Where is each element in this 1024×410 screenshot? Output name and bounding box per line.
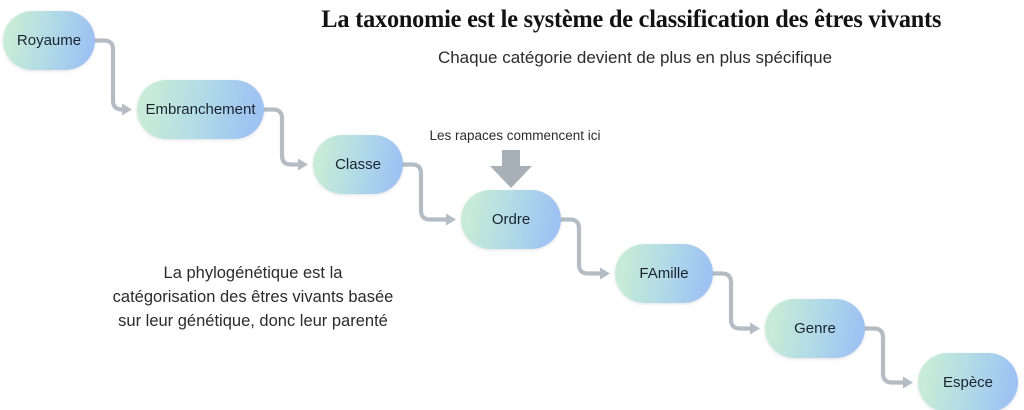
node-royaume[interactable]: Royaume [3, 11, 95, 70]
phylogenetics-note-line-1: La phylogénétique est la [163, 264, 343, 282]
connector-genre-to-espece [862, 326, 908, 385]
node-famille[interactable]: FAmille [615, 244, 713, 303]
arrowhead-icon [122, 103, 132, 116]
page-subtitle: Chaque catégorie devient de plus en plus… [437, 48, 833, 67]
node-ordre[interactable]: Ordre [461, 190, 561, 249]
connector-royaume-to-embranchement [92, 38, 127, 112]
node-embranchement[interactable]: Embranchement [137, 80, 264, 139]
arrowhead-icon [750, 322, 760, 335]
callout-down-arrow-icon [490, 150, 532, 188]
node-label: FAmille [639, 265, 689, 282]
node-label: Espèce [942, 374, 994, 391]
node-label: Classe [335, 156, 381, 173]
phylogenetics-note: La phylogénétique est la catégorisation … [57, 261, 449, 333]
connector-ordre-to-famille [558, 217, 605, 276]
node-classe[interactable]: Classe [313, 135, 403, 194]
arrowhead-icon [903, 376, 913, 389]
raptor-note-label: Les rapaces commencent ici [429, 128, 601, 143]
arrowhead-icon [446, 213, 456, 226]
connector-famille-to-genre [710, 271, 755, 331]
phylogenetics-note-line-2: catégorisation des êtres vivants basée [112, 288, 394, 306]
connector-classe-to-ordre [400, 162, 451, 222]
connector-embranchement-to-classe [261, 107, 303, 167]
arrowhead-icon [600, 267, 610, 280]
node-label: Royaume [16, 32, 82, 49]
node-label: Embranchement [145, 101, 256, 118]
node-espece[interactable]: Espèce [918, 353, 1018, 410]
arrowhead-icon [298, 158, 308, 171]
node-genre[interactable]: Genre [765, 299, 865, 358]
page-title: La taxonomie est le système de classific… [321, 6, 942, 33]
node-label: Ordre [491, 211, 531, 228]
node-label: Genre [794, 320, 836, 337]
phylogenetics-note-line-3: sur leur génétique, donc leur parenté [118, 312, 388, 330]
